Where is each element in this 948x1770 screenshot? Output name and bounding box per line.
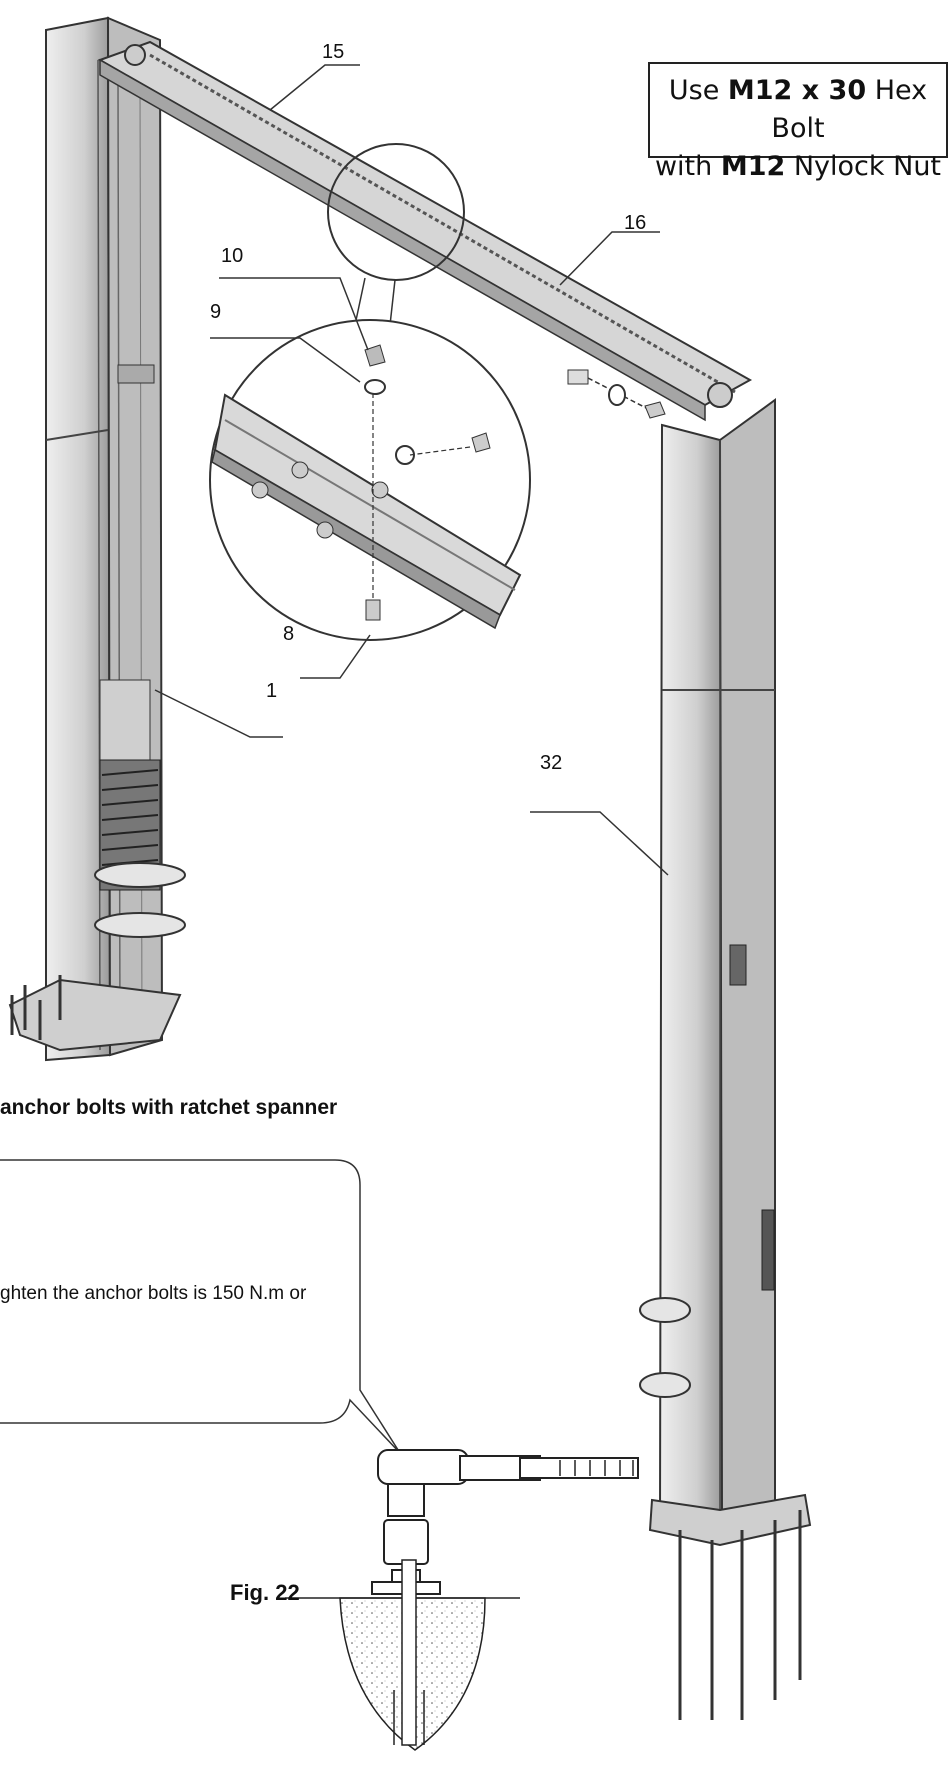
side-bolt-assembly bbox=[567, 369, 666, 419]
note-nut-size: M12 bbox=[720, 151, 786, 182]
note-nut-type: Nylock Nut bbox=[785, 151, 942, 182]
callout-10: 10 bbox=[221, 245, 243, 267]
callout-32: 32 bbox=[540, 752, 562, 774]
callout-8: 8 bbox=[283, 623, 294, 645]
leader-lines bbox=[154, 64, 669, 876]
detail-view bbox=[209, 143, 531, 641]
torque-instruction-text: ghten the anchor bolts is 150 N.m or bbox=[0, 1283, 307, 1304]
bolt-note-line-2: with M12 Nylock Nut bbox=[650, 148, 946, 186]
bolt-note-line-1: Use M12 x 30 Hex Bolt bbox=[650, 72, 946, 148]
section-caption: anchor bolts with ratchet spanner bbox=[0, 1096, 338, 1119]
overhead-beam bbox=[97, 40, 753, 422]
note-prefix: Use bbox=[668, 75, 728, 106]
note-bolt-size: M12 x 30 bbox=[727, 75, 867, 106]
figure-label: Fig. 22 bbox=[230, 1580, 300, 1605]
callout-15: 15 bbox=[322, 41, 344, 63]
callout-9: 9 bbox=[210, 301, 221, 323]
note-bolt-type: Hex Bolt bbox=[771, 75, 928, 144]
note-with: with bbox=[654, 151, 721, 182]
speech-bubble bbox=[0, 1159, 401, 1454]
left-column bbox=[8, 16, 186, 1062]
anchor-bolt bbox=[285, 1559, 520, 1751]
callout-16: 16 bbox=[624, 212, 646, 234]
right-column bbox=[639, 398, 812, 1720]
callout-1: 1 bbox=[266, 680, 277, 702]
bolt-note-box: Use M12 x 30 Hex Bolt with M12 Nylock Nu… bbox=[648, 62, 948, 182]
